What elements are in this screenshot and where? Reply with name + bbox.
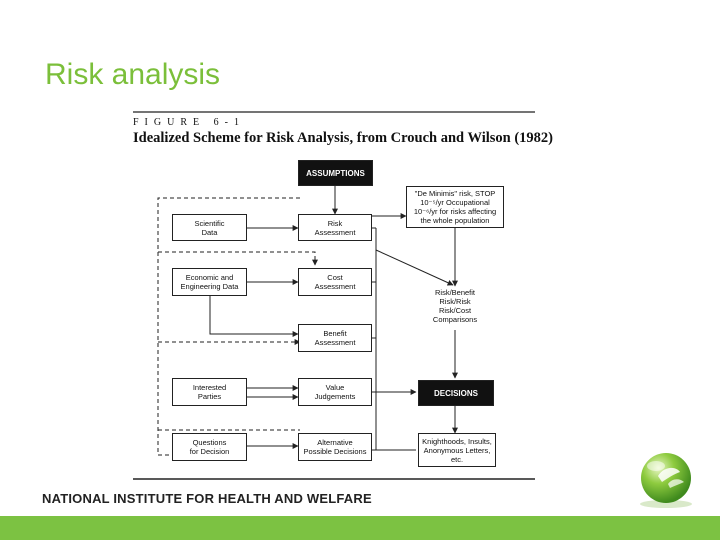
node-assumptions: ASSUMPTIONS (298, 160, 373, 186)
node-scientific-data: Scientific Data (172, 214, 247, 241)
node-decisions: DECISIONS (418, 380, 494, 406)
organization-name: NATIONAL INSTITUTE FOR HEALTH AND WELFAR… (42, 491, 372, 506)
green-globe-leaf-logo-icon (640, 453, 692, 508)
node-economic-data: Economic and Engineering Data (172, 268, 247, 296)
connector-to-comparisons (375, 249, 454, 286)
node-knighthoods: Knighthoods, Insults, Anonymous Letters,… (418, 433, 496, 467)
node-value-judgements: Value Judgements (298, 378, 372, 406)
connector-econ-benefit (209, 296, 299, 337)
figure-label: FIGURE 6-1 (133, 117, 245, 128)
page-title: Risk analysis (45, 58, 221, 91)
node-alternatives: Alternative Possible Decisions (298, 433, 372, 461)
node-risk-assessment: Risk Assessment (298, 214, 372, 241)
footer-bar (0, 516, 720, 540)
node-questions: Questions for Decision (172, 433, 247, 461)
figure-caption: Idealized Scheme for Risk Analysis, from… (133, 130, 554, 146)
dashed-feedback-loop (157, 197, 300, 456)
dashed-loop-2 (158, 251, 318, 266)
node-de-minimis: "De Minimis" risk, STOP 10⁻⁵/yr Occupati… (406, 186, 504, 228)
node-interested-parties: Interested Parties (172, 378, 247, 406)
node-comparisons: Risk/Benefit Risk/Risk Risk/Cost Compari… (432, 288, 478, 324)
node-cost-assessment: Cost Assessment (298, 268, 372, 296)
node-benefit-assessment: Benefit Assessment (298, 324, 372, 352)
